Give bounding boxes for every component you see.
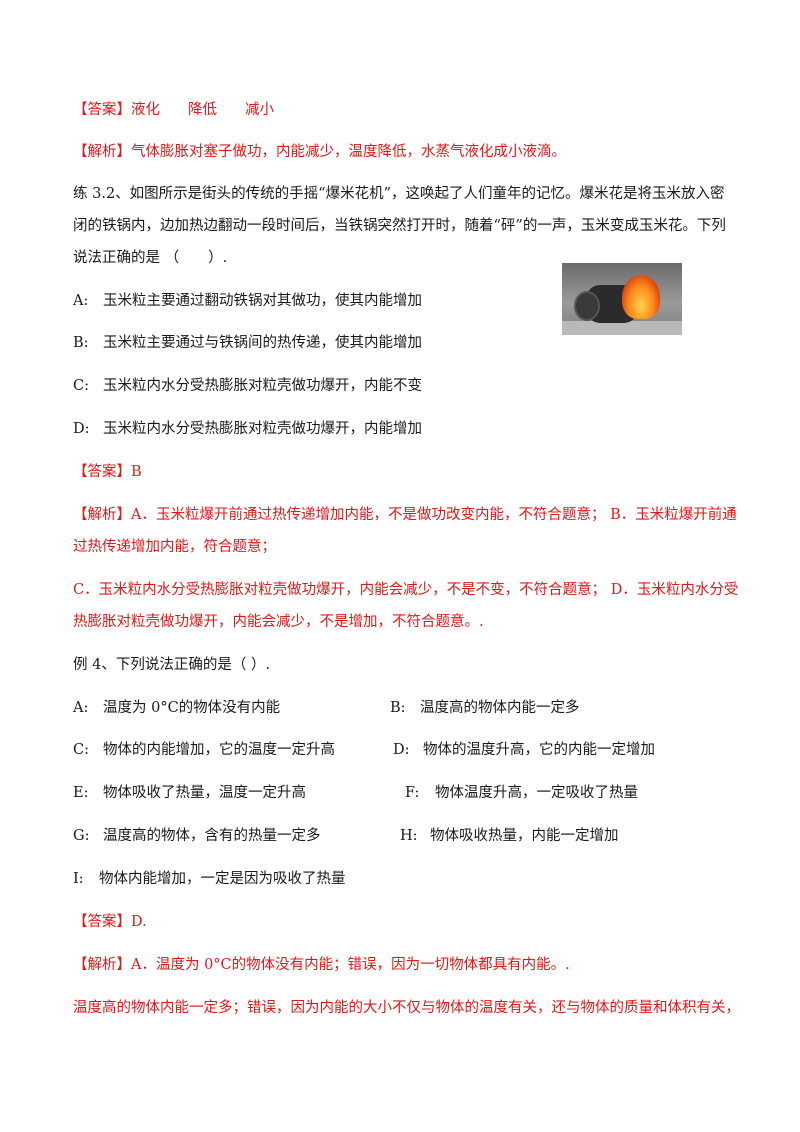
answer-tag: 【答案】 bbox=[73, 102, 131, 118]
analysis-line-1: 【解析】A．玉米粒爆开前通过热传递增加内能，不是做功改变内能，不符合题意； B．… bbox=[73, 507, 737, 523]
question-stem-line-2: 闭的铁锅内，边加热边翻动一段时间后，当铁锅突然打开时，随着“砰”的一声，玉米变成… bbox=[73, 218, 726, 234]
analysis-line-1: 【解析】A．温度为 0°C的物体没有内能；错误，因为一切物体都具有内能。. bbox=[73, 957, 570, 973]
option-b: B:玉米粒主要通过与铁锅间的热传递，使其内能增加 bbox=[73, 335, 422, 351]
option-e: E:物体吸收了热量，温度一定升高 bbox=[73, 785, 306, 801]
option-i: I:物体内能增加，一定是因为吸收了热量 bbox=[73, 871, 346, 887]
answer-value: B bbox=[131, 464, 142, 480]
option-b: B:温度高的物体内能一定多 bbox=[390, 700, 580, 716]
option-c: C:玉米粒内水分受热膨胀对粒壳做功爆开，内能不变 bbox=[73, 378, 422, 394]
answer-3: 减小 bbox=[245, 102, 274, 118]
answer-line: 【答案】B bbox=[73, 464, 142, 480]
option-h: H:物体吸收热量，内能一定增加 bbox=[400, 828, 619, 844]
answer-line: 【答案】D. bbox=[73, 914, 147, 930]
answer-1: 液化 bbox=[131, 102, 160, 118]
analysis-line-3: C．玉米粒内水分受热膨胀对粒壳做功爆开，内能会减少，不是不变，不符合题意； D．… bbox=[73, 582, 739, 598]
popcorn-machine-photo bbox=[562, 263, 682, 335]
analysis-text: 气体膨胀对塞子做功，内能减少，温度降低，水蒸气液化成小液滴。 bbox=[131, 144, 566, 160]
question-stem-line-3: 说法正确的是 （ ）. bbox=[73, 250, 228, 266]
option-a: A:玉米粒主要通过翻动铁锅对其做功，使其内能增加 bbox=[73, 293, 422, 309]
analysis-tag: 【解析】 bbox=[73, 144, 131, 160]
option-c: C:物体的内能增加，它的温度一定升高 bbox=[73, 742, 335, 758]
answer-value: D. bbox=[131, 914, 147, 930]
answer-line: 【答案】液化 降低 减小 bbox=[73, 100, 733, 120]
option-f: F:物体温度升高，一定吸收了热量 bbox=[405, 785, 638, 801]
analysis-line-4: 热膨胀对粒壳做功爆开，内能会减少，不是增加，不符合题意。. bbox=[73, 614, 484, 630]
analysis-line-2: 过热传递增加内能，符合题意； bbox=[73, 539, 276, 555]
analysis-line: 【解析】气体膨胀对塞子做功，内能减少，温度降低，水蒸气液化成小液滴。 bbox=[73, 142, 733, 162]
option-d: D:物体的温度升高，它的内能一定增加 bbox=[393, 742, 655, 758]
option-a: A:温度为 0°C的物体没有内能 bbox=[73, 700, 281, 716]
example-stem: 例 4、下列说法正确的是（ ）. bbox=[73, 657, 271, 673]
analysis-line-2: 温度高的物体内能一定多；错误，因为内能的大小不仅与物体的温度有关，还与物体的质量… bbox=[73, 1000, 740, 1016]
answer-2: 降低 bbox=[188, 102, 217, 118]
question-stem-line-1: 练 3.2、如图所示是街头的传统的手摇“爆米花机”，这唤起了人们童年的记忆。爆米… bbox=[73, 186, 725, 202]
option-g: G:温度高的物体，含有的热量一定多 bbox=[73, 828, 321, 844]
option-d: D:玉米粒内水分受热膨胀对粒壳做功爆开，内能增加 bbox=[73, 421, 422, 437]
